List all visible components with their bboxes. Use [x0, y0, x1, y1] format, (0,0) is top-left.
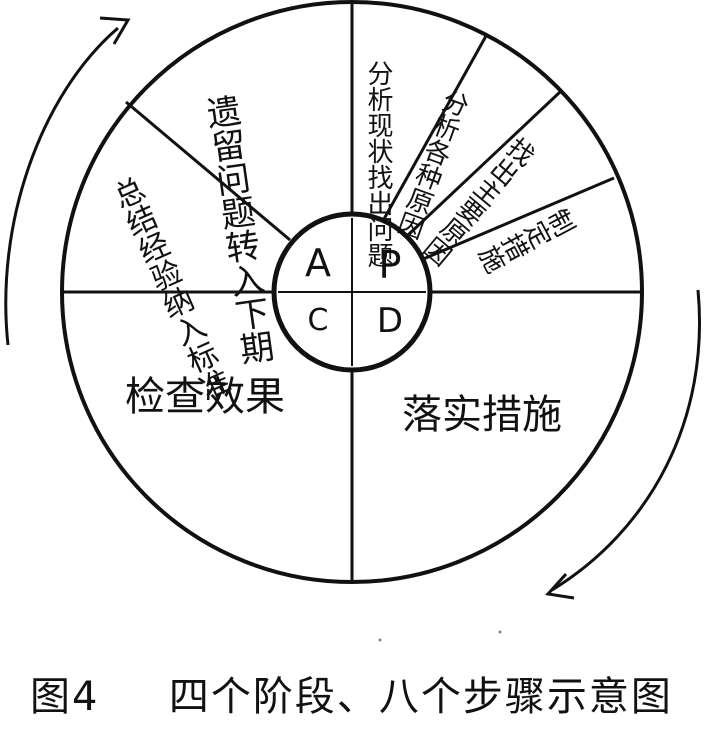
- rotation-arrow-left-head: [99, 16, 131, 45]
- quadrant-label-a: A: [305, 241, 331, 285]
- divider-a-steps: [125, 100, 291, 242]
- divider-p-1: [382, 35, 488, 220]
- figure-title: 四个阶段、八个步骤示意图: [168, 674, 673, 720]
- figure-caption: 图4 四个阶段、八个步骤示意图: [30, 664, 690, 724]
- step-a-carry-over: 遗留问题转入下期: [198, 92, 275, 367]
- quadrant-label-c: C: [308, 303, 329, 338]
- speck: [378, 638, 382, 642]
- step-p-analyze-status-text: 分析现状找出问题: [363, 60, 393, 268]
- rotation-arrow-right: [551, 289, 701, 592]
- rotation-arrow-left: [4, 26, 119, 346]
- step-p-make-measures-text: 制定措施: [473, 201, 579, 276]
- divider-p-3: [420, 176, 615, 262]
- figure-label: 图4: [30, 674, 100, 720]
- quadrant-label-d: D: [377, 301, 403, 341]
- step-check-effect: 检查效果: [125, 374, 285, 420]
- step-implement-measures: 落实措施: [402, 392, 562, 438]
- step-p-analyze-status: 分析现状找出问题: [363, 60, 393, 268]
- divider-p-2: [405, 90, 562, 238]
- step-a-carry-over-text: 遗留问题转入下期: [198, 92, 275, 367]
- speck: [498, 630, 502, 634]
- rotation-arrow-right-head: [545, 572, 575, 600]
- quadrant-label-p: P: [379, 243, 402, 287]
- step-p-make-measures: 制定措施: [473, 201, 579, 276]
